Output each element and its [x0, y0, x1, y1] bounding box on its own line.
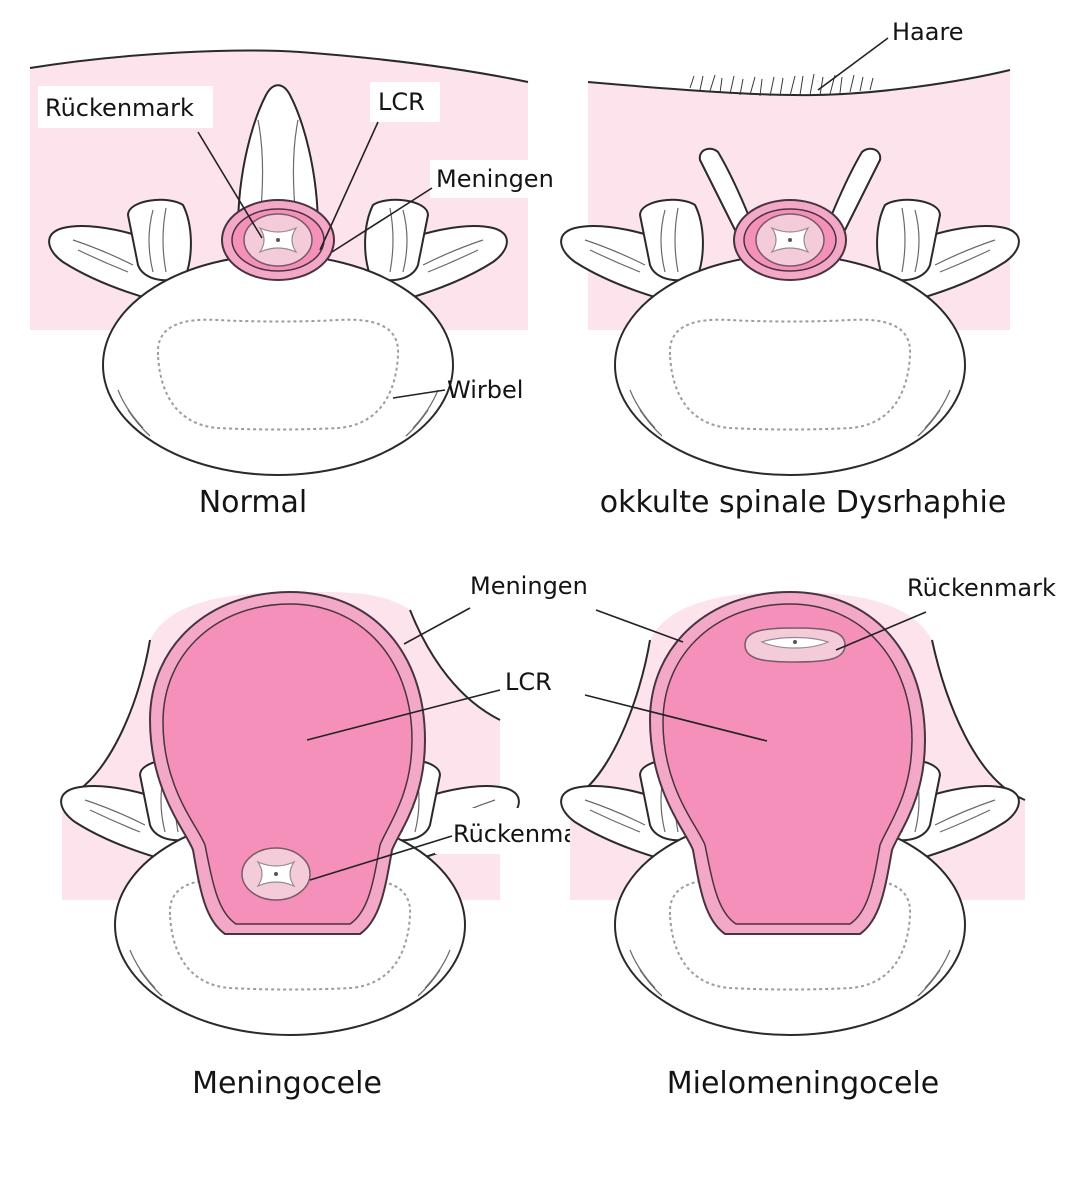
label-csf-normal: LCR — [378, 88, 425, 116]
hair-tuft-icon — [689, 73, 874, 97]
skin-line-occult — [587, 69, 1011, 97]
leader-csf-meningocele — [306, 689, 501, 741]
panel-normal: Rückenmark LCR Meningen Wirbel Normal — [29, 49, 580, 520]
caption-normal: Normal — [199, 485, 308, 520]
caption-occult: okkulte spinale Dysrhaphie — [600, 485, 1007, 520]
sac-csf-meningocele — [162, 603, 413, 925]
leader-hair-occult — [817, 37, 889, 91]
leader-meninges-normal — [331, 187, 433, 253]
label-spinal-cord-normal: Rückenmark — [45, 94, 194, 122]
leader-csf-normal — [319, 121, 379, 251]
leader-spinal-cord-myelomeningocele — [835, 611, 927, 651]
skin-line-normal — [29, 49, 529, 83]
label-meninges-meningocele: Meningen — [470, 572, 588, 600]
vertebra-occult — [560, 147, 1020, 476]
leader-meninges-meningocele — [403, 607, 471, 645]
panel-occult: Haare okkulte spinale Dysrhaphie — [560, 18, 1020, 520]
leader-spinal-cord-normal — [197, 131, 263, 239]
label-vertebra-normal: Wirbel — [447, 376, 523, 404]
panel-meningocele: Meningen LCR Rückenmark Meningocele — [60, 572, 610, 1101]
label-csf-meningocele: LCR — [505, 668, 552, 696]
sac-csf-myelomeningocele — [662, 603, 913, 925]
leader-spinal-cord-meningocele — [309, 835, 453, 881]
placode-myelomeningocele — [744, 627, 846, 663]
label-spinal-cord-myelomeningocele: Rückenmark — [907, 574, 1056, 602]
label-hair-occult: Haare — [892, 18, 964, 46]
panel-myelomeningocele: Rückenmark Mielomeningocele — [560, 574, 1056, 1101]
leader-meninges-myelomeningocele — [595, 609, 684, 643]
leader-csf-myelomeningocele — [584, 694, 768, 742]
caption-myelomeningocele: Mielomeningocele — [667, 1066, 940, 1101]
leader-vertebra-normal — [392, 389, 446, 399]
label-meninges-normal: Meningen — [436, 165, 554, 193]
caption-meningocele: Meningocele — [192, 1066, 382, 1101]
